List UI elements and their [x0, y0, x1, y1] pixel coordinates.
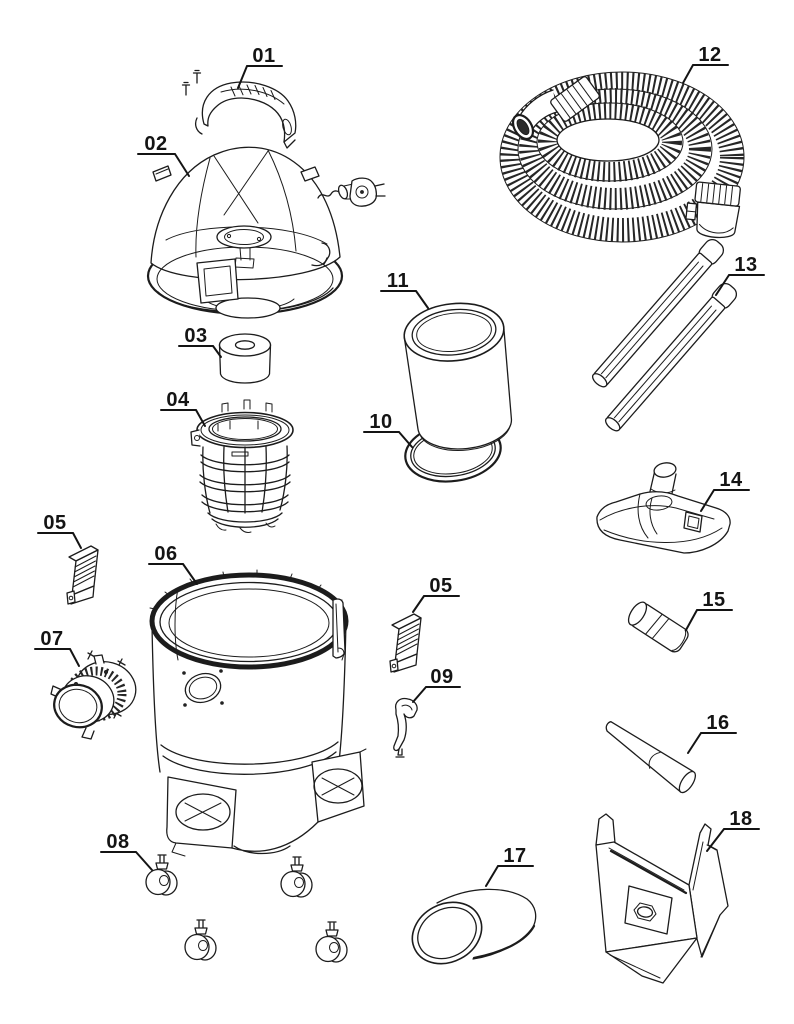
- part-18-filter-bag-drawing: [595, 813, 729, 984]
- part-08-casters-drawing: [145, 854, 348, 963]
- leader-line-02: [137, 153, 190, 177]
- part-05-lid-clip-left-drawing: [66, 545, 99, 605]
- part-number-05-right: 05: [429, 575, 452, 597]
- leader-line-09: [412, 686, 461, 703]
- leader-line-08: [100, 851, 153, 871]
- part-number-18: 18: [729, 808, 752, 830]
- part-04-filter-cage-drawing: [190, 399, 294, 533]
- part-label-04: 04: [160, 389, 206, 427]
- leader-line-12: [682, 64, 729, 84]
- part-label-01: 01: [237, 45, 283, 89]
- part-number-10: 10: [369, 411, 392, 433]
- part-label-15: 15: [685, 589, 733, 631]
- part-number-11: 11: [387, 270, 409, 292]
- part-label-18: 18: [706, 808, 760, 852]
- leader-line-05-right: [412, 595, 460, 613]
- part-label-05-right: 05: [412, 575, 460, 613]
- part-09-hook-drawing: [393, 697, 418, 758]
- part-number-07: 07: [40, 628, 63, 650]
- part-number-16: 16: [706, 712, 729, 734]
- part-label-07: 07: [34, 628, 80, 667]
- part-12-suction-hose-drawing: [499, 71, 745, 243]
- leader-line-17: [485, 865, 534, 887]
- part-17-oval-sleeve-drawing: [411, 888, 537, 965]
- leader-line-18: [706, 828, 760, 852]
- part-number-02: 02: [144, 133, 167, 155]
- leader-line-10: [363, 431, 413, 448]
- part-number-04: 04: [166, 389, 190, 411]
- leader-line-01: [237, 65, 283, 89]
- part-02-motor-head-drawing: [146, 146, 386, 319]
- part-label-12: 12: [682, 44, 729, 84]
- part-label-08: 08: [100, 831, 153, 871]
- part-number-09: 09: [430, 666, 453, 688]
- part-label-10: 10: [363, 411, 413, 448]
- part-14-floor-nozzle-drawing: [596, 462, 731, 554]
- part-label-16: 16: [687, 712, 737, 754]
- part-label-03: 03: [178, 325, 222, 358]
- part-05-lid-clip-right-drawing: [389, 613, 422, 673]
- leader-line-03: [178, 345, 222, 358]
- part-number-06: 06: [154, 543, 177, 565]
- leader-line-15: [685, 609, 733, 631]
- part-label-06: 06: [148, 543, 198, 585]
- part-label-02: 02: [137, 133, 190, 177]
- part-number-03: 03: [184, 325, 207, 347]
- part-label-14: 14: [700, 469, 750, 512]
- leader-line-07: [34, 648, 80, 667]
- part-13-extension-tubes-drawing: [588, 235, 741, 435]
- part-number-08: 08: [106, 831, 129, 853]
- part-06-tank-drawing: [149, 569, 367, 857]
- part-01-handle-drawing: [181, 69, 297, 149]
- part-number-01: 01: [252, 45, 275, 67]
- part-number-15: 15: [702, 589, 725, 611]
- leader-line-04: [160, 409, 206, 427]
- leader-line-05-left: [37, 532, 82, 549]
- leader-line-16: [687, 732, 737, 754]
- part-number-13: 13: [734, 254, 757, 276]
- part-number-12: 12: [698, 44, 721, 66]
- part-label-13: 13: [715, 254, 765, 296]
- part-label-17: 17: [485, 845, 534, 887]
- leader-line-14: [700, 489, 750, 512]
- part-03-foam-filter-drawing: [218, 333, 272, 384]
- part-label-09: 09: [412, 666, 461, 703]
- part-11-filter-cartridge-drawing: [403, 302, 513, 451]
- leader-line-11: [380, 290, 429, 309]
- part-15-adapter-sleeve-drawing: [627, 601, 689, 653]
- part-label-05-left: 05: [37, 512, 82, 549]
- part-number-17: 17: [503, 845, 526, 867]
- part-07-inlet-connector-drawing: [50, 650, 137, 740]
- part-label-11: 11: [380, 270, 429, 309]
- part-16-crevice-nozzle-drawing: [605, 721, 697, 794]
- leader-line-13: [715, 274, 765, 296]
- leader-line-06: [148, 563, 198, 585]
- part-number-05-left: 05: [43, 512, 66, 534]
- part-number-14: 14: [719, 469, 743, 491]
